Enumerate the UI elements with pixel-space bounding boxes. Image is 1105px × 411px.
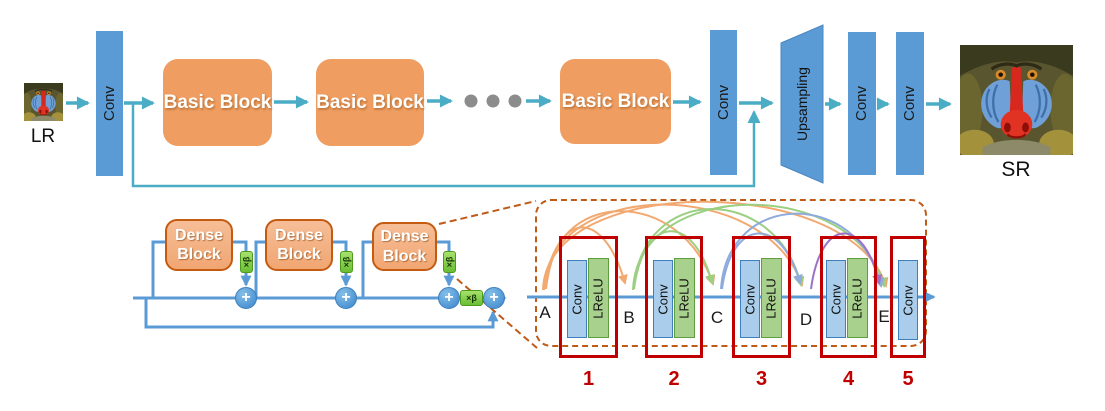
node-letter-e: E [878,307,890,326]
dense-block-label: Block [177,246,221,263]
basic-block-3: Basic Block [560,59,671,144]
basic-block-label: Basic Block [316,91,424,113]
detail-conv-5: Conv [898,260,918,340]
conv-block-3: Conv [848,32,876,175]
detail-lrelu-1: LReLU [588,258,609,338]
dense-block-2: Dense Block [265,219,333,271]
conv-label: Conv [828,283,844,315]
dense-block-label: Dense [174,226,224,244]
add-node-1: + [235,287,257,309]
node-letter-c: C [710,308,724,327]
conv-block-2: Conv [710,30,737,175]
beta-label: ×β [466,293,477,303]
beta-scale-1: ×β [240,251,253,273]
dense-block-detail-outline [535,199,927,347]
dense-block-label: Dense [274,226,324,244]
conv-label: Conv [655,283,671,315]
basic-block-1: Basic Block [163,59,272,146]
unit-box-5 [890,236,926,358]
conv-label: Conv [901,85,919,122]
plus-sign: + [341,289,351,306]
detail-lrelu-2: LReLU [674,258,695,338]
upsampling-shape [780,24,824,184]
unit-number-4: 4 [842,368,855,390]
dense-block-3: Dense Block [372,222,437,271]
lrelu-label: LReLU [591,277,606,319]
detail-conv-3: Conv [740,260,760,338]
top-flow-arrows [66,94,952,111]
plus-sign: + [489,289,499,306]
beta-scale-2: ×β [340,251,353,273]
lrelu-label: LReLU [850,277,865,319]
ellipsis-dots [464,94,522,108]
conv-label: Conv [742,283,758,315]
beta-scale-4: ×β [460,290,483,306]
node-letter-d: D [799,310,813,329]
lrelu-label: LReLU [764,277,779,319]
basic-block-label: Basic Block [561,90,670,112]
conv-label: Conv [853,85,871,122]
unit-box-4 [820,236,877,358]
beta-label: ×β [341,256,352,268]
plus-sign: + [444,289,454,306]
add-node-2: + [335,287,357,309]
unit-box-1 [559,236,618,358]
dense-block-label: Block [277,246,321,263]
beta-scale-3: ×β [443,251,456,273]
lrelu-label: LReLU [677,277,692,319]
sr-label: SR [1001,158,1031,181]
node-letter-b: B [623,308,635,327]
sr-image [960,45,1073,155]
dense-block-1: Dense Block [165,219,233,271]
dense-block-label: Block [382,247,427,265]
basic-block-label: Basic Block [163,91,272,113]
conv-label: Conv [101,85,118,122]
unit-box-3 [732,236,791,358]
detail-lrelu-3: LReLU [761,258,782,338]
global-skip-connection [131,103,761,188]
lr-image [24,83,63,121]
beta-label: ×β [444,256,455,268]
conv-block-1: Conv [96,31,123,176]
detail-conv-4: Conv [826,260,846,338]
conv-label: Conv [569,283,585,315]
unit-number-3: 3 [755,368,768,390]
unit-box-2 [645,236,703,358]
unit-number-1: 1 [582,368,595,390]
plus-sign: + [241,289,251,306]
upsampling-label: Upsampling [794,67,810,141]
conv-label: Conv [900,284,916,316]
beta-label: ×β [241,256,252,268]
add-node-3: + [438,287,460,309]
node-letter-a: A [539,303,551,322]
basic-block-2: Basic Block [316,59,424,146]
arc-c-d [721,232,803,290]
detail-conv-2: Conv [653,260,673,338]
detail-lrelu-4: LReLU [847,258,868,338]
unit-number-2: 2 [668,368,680,390]
conv-label: Conv [715,84,732,121]
arc-d-e [810,232,883,290]
unit-number-5: 5 [902,368,914,390]
dense-block-label: Dense [380,228,429,246]
lr-label: LR [30,126,56,147]
add-node-4: + [483,287,505,309]
detail-conv-1: Conv [567,260,587,338]
arc-b-c [633,230,715,290]
conv-block-4: Conv [896,32,924,175]
upsampling-block: Upsampling [781,25,823,183]
